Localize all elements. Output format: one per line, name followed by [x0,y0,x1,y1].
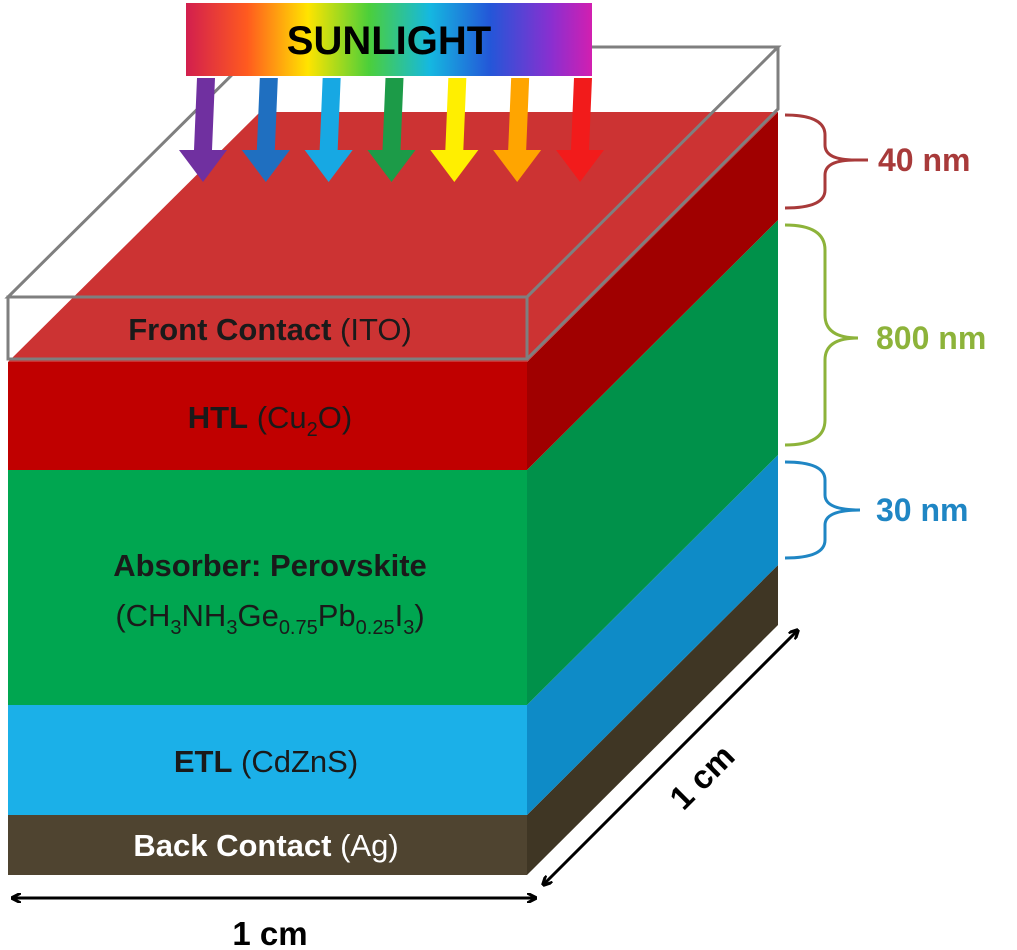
htl-thickness-label: 40 nm [878,142,970,178]
sunlight-arrow [367,78,416,182]
sunlight-arrow [241,78,290,182]
absorber-side [527,220,778,705]
absorber-label: Absorber: Perovskite [113,548,427,583]
formula-subscript: 3 [403,617,414,639]
htl-side [527,112,778,470]
etl-material: (CdZnS) [241,744,358,779]
absorber-thickness-label: 800 nm [876,320,986,356]
htl-material-pre: (Cu [257,400,307,435]
sunlight-arrow [304,78,353,182]
formula-text: I [395,598,404,633]
formula-text: (CH [115,598,170,633]
etl-label: ETL (CdZnS) [174,744,358,779]
front-contact-label: Front Contact (ITO) [128,312,412,347]
sunlight-banner [186,3,592,76]
htl-thickness-brace: 40 nm [784,113,970,210]
sunlight-arrow [430,78,479,182]
width-dimension-label: 1 cm [232,915,307,950]
absorber-thickness-brace: 800 nm [784,223,986,447]
htl-material-post: O) [318,400,352,435]
back-contact-name: Back Contact [133,828,331,863]
absorber-formula: (CH3NH3Ge0.75Pb0.25I3) [115,598,424,639]
formula-text: Ge [237,598,278,633]
sunlight-arrow [179,78,227,182]
etl-thickness-brace: 30 nm [784,460,968,560]
formula-text: NH [182,598,227,633]
formula-text: ) [414,598,424,633]
etl-front [8,705,527,815]
htl-material-sub: 2 [307,419,318,441]
back-contact-label: Back Contact (Ag) [133,828,398,863]
sunlight-arrow [493,78,542,182]
absorber-front [8,470,527,705]
back-contact-material: (Ag) [340,828,399,863]
formula-text: Pb [318,598,356,633]
htl-name: HTL [188,400,248,435]
depth-dimension-label: 1 cm [662,737,741,816]
sunlight-arrow [556,78,604,182]
front-contact-name: Front Contact [128,312,331,347]
etl-thickness-label: 30 nm [876,492,968,528]
depth-dimension-arrow [543,630,798,885]
htl-front [8,362,527,470]
etl-name: ETL [174,744,233,779]
formula-subscript: 0.75 [279,617,318,639]
formula-subscript: 0.25 [356,617,395,639]
ito-glass-box [4,45,782,361]
sunlight-label: SUNLIGHT [287,19,491,63]
formula-subscript: 3 [170,617,181,639]
sunlight-arrows [179,78,604,182]
htl-label: HTL (Cu2O) [188,400,352,441]
back-contact-front [8,815,527,875]
front-contact-material: (ITO) [340,312,412,347]
formula-subscript: 3 [226,617,237,639]
